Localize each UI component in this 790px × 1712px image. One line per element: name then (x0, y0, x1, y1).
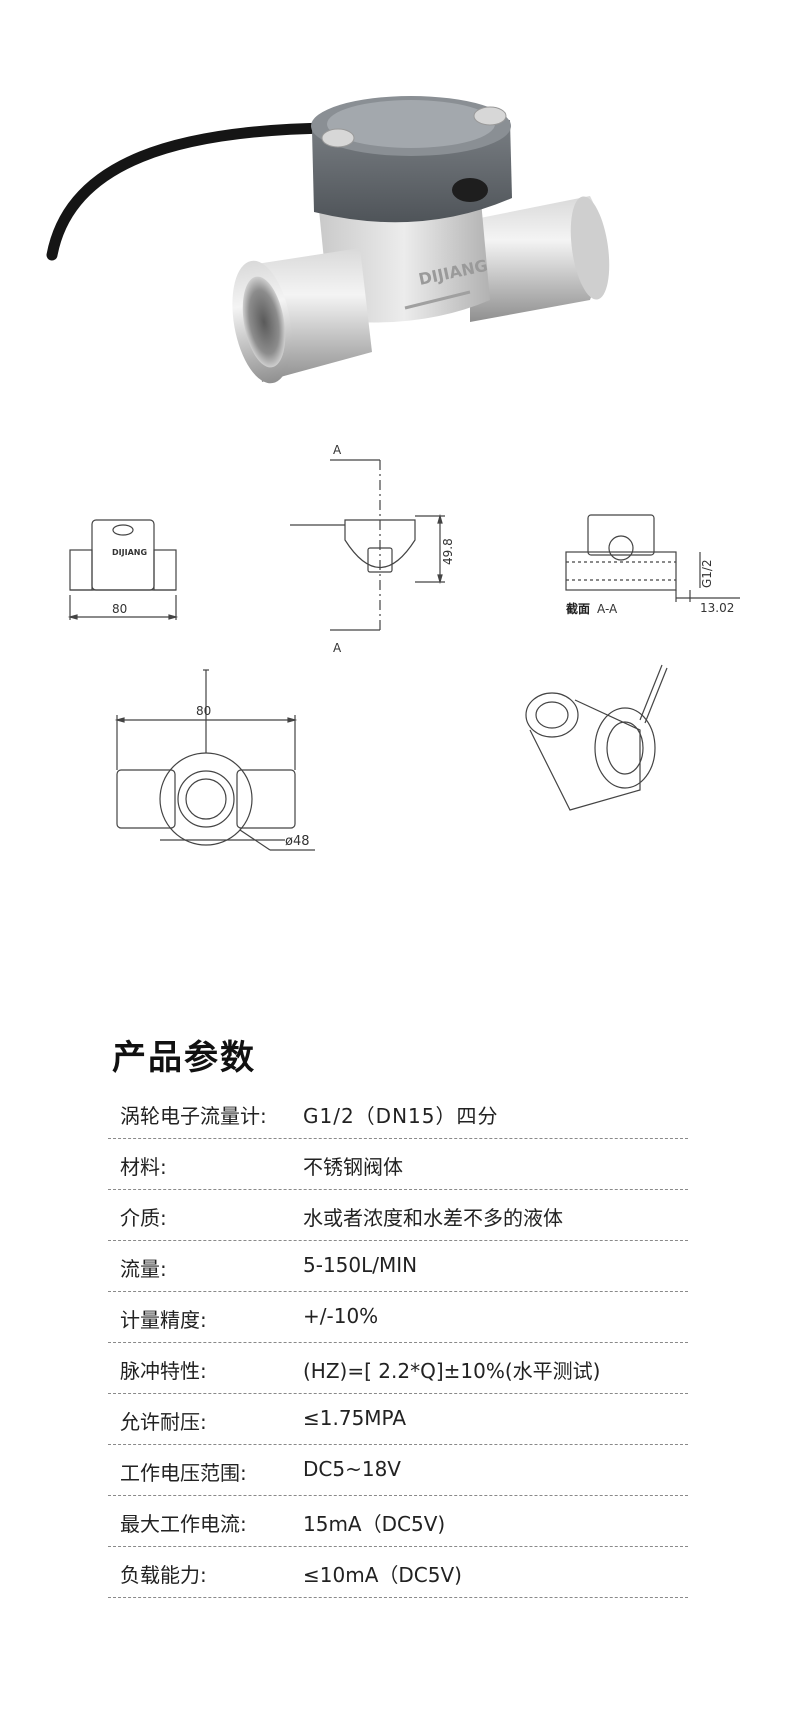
section-view-id: A-A (597, 602, 618, 616)
section-marker-bottom: A (333, 641, 342, 655)
spec-value: ≤1.75MPA (303, 1406, 407, 1430)
spec-row: 涡轮电子流量计: G1/2（DN15）四分 (108, 1088, 688, 1139)
spec-value: 5-150L/MIN (303, 1253, 418, 1277)
section-title: 产品参数 (112, 1038, 256, 1078)
spec-row: 允许耐压: ≤1.75MPA (108, 1394, 688, 1445)
dimension-drawings: DIJIANG 80 A A 49.8 截面 A-A G1/2 13.02 80… (67, 443, 740, 851)
spec-label: 涡轮电子流量计: (120, 1104, 267, 1128)
spec-label: 工作电压范围: (120, 1461, 247, 1485)
spec-value: 不锈钢阀体 (303, 1155, 403, 1179)
top-view-diameter-label: ø48 (285, 834, 310, 849)
spec-row: 介质: 水或者浓度和水差不多的液体 (108, 1190, 688, 1241)
spec-label: 材料: (120, 1155, 167, 1179)
spec-row: 最大工作电流: 15mA（DC5V) (108, 1496, 688, 1547)
section-marker-top: A (333, 443, 342, 457)
isometric-view-drawing (525, 664, 668, 811)
spec-value: 水或者浓度和水差不多的液体 (303, 1206, 563, 1230)
spec-row: 计量精度: +/-10% (108, 1292, 688, 1343)
spec-label: 负载能力: (120, 1563, 207, 1587)
product-photo: DIJIANG (0, 0, 790, 430)
spec-table: 涡轮电子流量计: G1/2（DN15）四分 材料: 不锈钢阀体 介质: 水或者浓… (108, 1088, 688, 1598)
spec-label: 最大工作电流: (120, 1512, 247, 1536)
front-view-drawing (67, 519, 179, 620)
spec-value: 15mA（DC5V) (303, 1512, 446, 1536)
spec-label: 脉冲特性: (120, 1359, 207, 1383)
spec-value: (HZ)=[ 2.2*Q]±10%(水平测试) (303, 1359, 601, 1383)
spec-label: 计量精度: (120, 1308, 207, 1332)
spec-row: 负载能力: ≤10mA（DC5V) (108, 1547, 688, 1598)
spec-row: 工作电压范围: DC5~18V (108, 1445, 688, 1496)
section-offset-label: 13.02 (700, 601, 734, 615)
technical-drawings: DIJIANG 80 A A 49.8 截面 A-A G1/2 13.02 80… (0, 430, 790, 1020)
spec-value: G1/2（DN15）四分 (303, 1104, 499, 1128)
spec-value: +/-10% (303, 1304, 379, 1328)
spec-label: 流量: (120, 1257, 167, 1281)
spec-value: DC5~18V (303, 1457, 401, 1481)
spec-row: 材料: 不锈钢阀体 (108, 1139, 688, 1190)
section-thread-label: G1/2 (700, 559, 714, 588)
section-view-drawing (565, 514, 740, 602)
top-view-length-label: 80 (196, 704, 211, 718)
spec-row: 脉冲特性: (HZ)=[ 2.2*Q]±10%(水平测试) (108, 1343, 688, 1394)
flow-meter-photo: DIJIANG (46, 96, 610, 384)
front-view-logo: DIJIANG (112, 548, 147, 557)
spec-label: 允许耐压: (120, 1410, 207, 1434)
top-view-drawing (114, 669, 315, 851)
section-view-label: 截面 (566, 601, 590, 616)
side-view-drawing (290, 459, 445, 631)
side-view-height-label: 49.8 (441, 538, 455, 565)
front-view-length-label: 80 (112, 602, 127, 616)
spec-value: ≤10mA（DC5V) (303, 1563, 462, 1587)
spec-label: 介质: (120, 1206, 167, 1230)
spec-row: 流量: 5-150L/MIN (108, 1241, 688, 1292)
